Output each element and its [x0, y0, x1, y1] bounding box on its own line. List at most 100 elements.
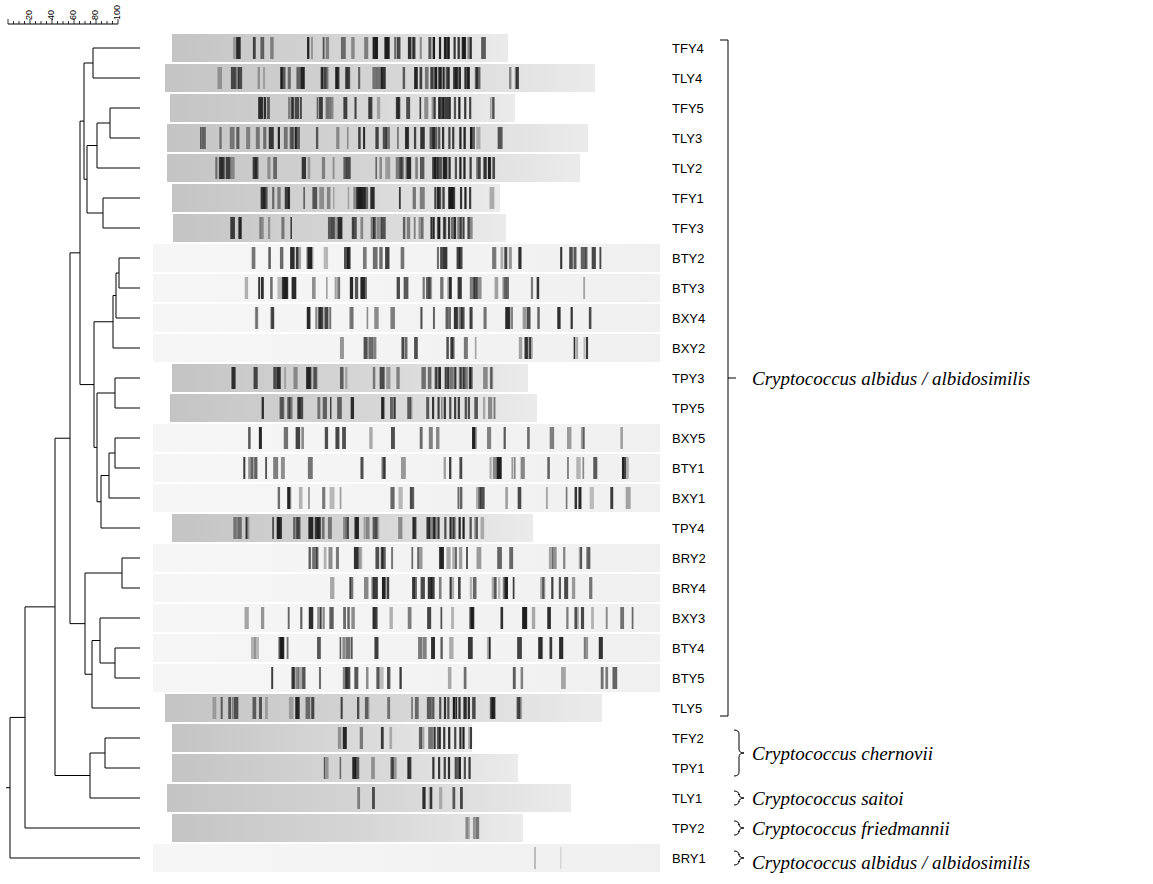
scale-label: 60: [69, 10, 78, 20]
gel-band: [340, 637, 342, 659]
group-brace: [734, 821, 744, 835]
gel-band: [490, 367, 494, 389]
gel-band: [438, 97, 440, 119]
gel-band: [375, 157, 377, 179]
gel-band: [464, 697, 466, 719]
gel-band: [301, 427, 304, 449]
gel-band: [401, 247, 405, 269]
gel-lane: [167, 154, 580, 182]
gel-band: [448, 667, 452, 689]
gel-band: [382, 577, 386, 599]
gel-band: [497, 457, 501, 479]
gel-band: [518, 247, 521, 269]
gel-band: [302, 667, 305, 689]
gel-band: [406, 127, 408, 149]
gel-band: [414, 337, 418, 359]
gel-band: [420, 187, 425, 209]
gel-band: [523, 607, 527, 629]
strain-label: BTY5: [672, 672, 705, 685]
gel-band: [374, 637, 378, 659]
gel-band: [433, 37, 435, 59]
gel-band: [517, 637, 522, 659]
tree-branch: [109, 498, 140, 499]
gel-band: [610, 487, 613, 509]
gel-band: [311, 697, 314, 719]
tree-branch: [87, 213, 103, 214]
gel-band: [272, 517, 274, 539]
gel-band: [449, 637, 453, 659]
gel-band: [267, 157, 270, 179]
gel-band: [385, 37, 390, 59]
gel-band: [511, 307, 513, 329]
gel-lane: [172, 184, 500, 212]
lane-background: [172, 514, 533, 542]
gel-band: [464, 667, 467, 689]
gel-band: [438, 217, 440, 239]
gel-band: [454, 727, 456, 749]
gel-band: [421, 367, 425, 389]
gel-band: [447, 67, 449, 89]
gel-band: [314, 367, 318, 389]
gel-band: [446, 67, 450, 89]
gel-band: [403, 67, 405, 89]
gel-band: [448, 757, 450, 779]
gel-band: [230, 127, 235, 149]
gel-band: [278, 637, 282, 659]
gel-band: [318, 517, 321, 539]
gel-band: [471, 127, 475, 149]
gel-band: [505, 487, 508, 509]
gel-band: [557, 307, 560, 329]
gel-band: [620, 427, 623, 449]
strain-label: BRY4: [672, 582, 706, 595]
gel-band: [444, 757, 446, 779]
gel-band: [200, 127, 202, 149]
gel-band: [426, 397, 429, 419]
tree-branch: [103, 228, 140, 229]
gel-band: [470, 277, 475, 299]
gel-band: [382, 547, 386, 569]
gel-band: [467, 217, 469, 239]
gel-band: [473, 427, 476, 449]
lane-background: [153, 604, 660, 632]
gel-band: [464, 367, 468, 389]
gel-band: [336, 547, 339, 569]
gel-band: [443, 217, 447, 239]
tree-branch: [115, 408, 140, 409]
gel-band: [407, 157, 411, 179]
gel-band: [501, 607, 504, 629]
gel-band: [442, 187, 444, 209]
gel-band: [440, 247, 443, 269]
gel-band: [440, 67, 442, 89]
gel-band: [307, 37, 309, 59]
gel-band: [232, 697, 234, 719]
gel-band: [547, 457, 550, 479]
gel-band: [253, 157, 258, 179]
tree-branch: [87, 145, 97, 146]
gel-band: [272, 187, 274, 209]
gel-band: [454, 397, 456, 419]
gel-band: [283, 277, 288, 299]
gel-band: [408, 37, 411, 59]
gel-band: [582, 457, 584, 479]
tree-branch: [116, 318, 140, 319]
gel-band: [280, 247, 283, 269]
gel-band: [469, 817, 471, 839]
gel-band: [219, 127, 221, 149]
gel-band: [260, 217, 264, 239]
gel-lane: [153, 604, 660, 632]
gel-band: [469, 187, 471, 209]
gel-band: [345, 517, 349, 539]
gel-band: [444, 517, 446, 539]
gel-lane: [153, 844, 660, 872]
gel-band: [231, 67, 236, 89]
scale-label: 100: [113, 5, 122, 20]
gel-band: [537, 307, 539, 329]
gel-band: [345, 67, 350, 89]
gel-band: [459, 67, 461, 89]
gel-band: [230, 157, 235, 179]
gel-band: [364, 37, 368, 59]
gel-band: [348, 187, 350, 209]
gel-band: [457, 757, 461, 779]
gel-band: [435, 67, 437, 89]
gel-band: [564, 577, 568, 599]
